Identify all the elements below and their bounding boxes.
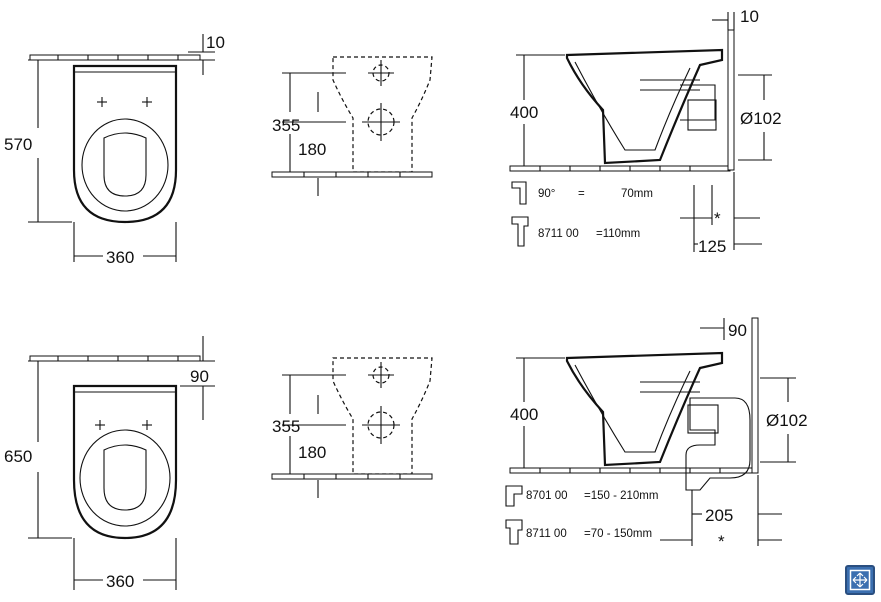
wall-section — [751, 317, 759, 474]
dim-side-asterisk: * — [718, 532, 725, 551]
bottom-front-view: 355 180 — [271, 357, 433, 498]
top-front-view: 355 180 — [271, 56, 433, 196]
fit1-angle: 90° — [538, 188, 555, 200]
fixing-cross-right — [142, 420, 152, 430]
dim-side-pipe: Ø102 — [766, 411, 808, 430]
fit1-code: 8701 00 — [526, 490, 568, 502]
expand-button[interactable] — [845, 565, 875, 595]
dim-front-height-1: 355 — [272, 116, 300, 135]
dim-plan-width: 360 — [106, 248, 134, 267]
bowl-profile — [565, 48, 724, 165]
inlet-cross — [362, 406, 400, 444]
expand-icon — [849, 569, 871, 591]
dim-side-wall: 10 — [740, 7, 759, 26]
bend-90-icon — [511, 181, 527, 205]
fit1-eq: = — [578, 188, 585, 200]
bottom-plan-view: 90 650 360 — [4, 336, 215, 591]
bowl-outline — [72, 384, 178, 540]
bend-fitting-icon — [511, 216, 529, 247]
fit1-len: 70mm — [621, 188, 653, 200]
dim-side-offset: 125 — [698, 237, 726, 256]
dim-side-offset: 205 — [705, 506, 733, 525]
bowl-profile — [565, 351, 724, 467]
top-plan-view: 10 570 360 — [4, 33, 225, 267]
bottom-side-view: 400 90 Ø102 205 * — [509, 317, 808, 551]
fixing-cross-left — [95, 420, 105, 430]
bottom-fittings: 8701 00 =150 - 210mm 8711 00 =70 - 150mm — [505, 485, 658, 545]
fit2-code: 8711 00 — [538, 228, 579, 240]
dim-plan-depth: 650 — [4, 447, 32, 466]
fit2-len: =70 - 150mm — [584, 528, 652, 540]
dim-front-height-2: 180 — [298, 443, 326, 462]
front-outline — [332, 56, 433, 173]
dim-plan-depth: 570 — [4, 135, 32, 154]
outlet-cross — [368, 362, 394, 388]
top-fittings: 90° = 70mm 8711 00 =110mm — [511, 181, 653, 247]
dim-plan-thickness: 90 — [190, 367, 209, 386]
dim-front-height-2: 180 — [298, 140, 326, 159]
bend-fitting-icon-2 — [505, 519, 523, 545]
top-side-view: 400 10 Ø102 * 125 — [509, 7, 782, 256]
dim-plan-thickness: 10 — [206, 33, 225, 52]
fixing-cross-right — [142, 97, 152, 107]
pipe-bend — [685, 397, 751, 491]
dim-plan-width: 360 — [106, 572, 134, 591]
dim-side-height: 400 — [510, 405, 538, 424]
fit1-len: =150 - 210mm — [584, 490, 658, 502]
dim-side-asterisk: * — [714, 209, 721, 228]
bend-fitting-icon — [505, 485, 523, 507]
bowl-outline — [72, 64, 178, 224]
fit2-len: =110mm — [596, 228, 640, 240]
dim-side-pipe: Ø102 — [740, 109, 782, 128]
dim-side-height: 400 — [510, 103, 538, 122]
fit2-code: 8711 00 — [526, 528, 567, 540]
wall-section — [727, 29, 735, 171]
wall-strip — [29, 54, 201, 61]
dim-front-height-1: 355 — [272, 417, 300, 436]
inlet-cross — [362, 103, 400, 141]
dim-side-wall: 90 — [728, 321, 747, 340]
fixing-cross-left — [97, 97, 107, 107]
outlet-cross — [368, 60, 394, 86]
